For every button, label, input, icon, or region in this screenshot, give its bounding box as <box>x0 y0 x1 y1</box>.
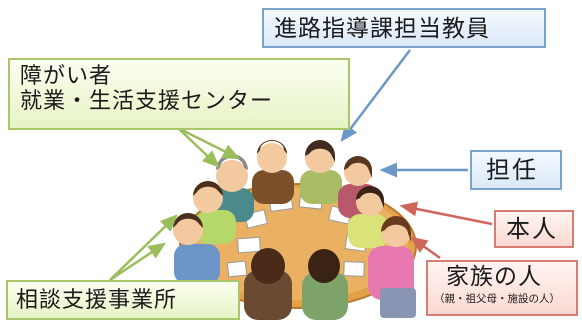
person <box>302 249 348 320</box>
person <box>300 140 342 204</box>
label-self: 本人 <box>494 210 574 248</box>
arrow-self <box>399 201 493 226</box>
label-homeroom-teacher: 担任 <box>470 150 562 190</box>
label-line: 家族の人 <box>446 264 542 290</box>
label-career-guidance-teacher: 進路指導課担当教員 <box>262 8 546 48</box>
person <box>193 181 236 244</box>
label-line: 就業・生活支援センター <box>20 89 274 115</box>
label-family: 家族の人 （親・祖父母・施設の人） <box>426 260 578 316</box>
person <box>252 140 294 204</box>
arrow-center-1 <box>177 126 241 160</box>
label-family-note: （親・祖父母・施設の人） <box>434 293 560 306</box>
label-consultation-office: 相談支援事業所 <box>6 280 240 320</box>
arrow-consult-1 <box>109 214 178 281</box>
label-line: 障がい者 <box>20 64 113 89</box>
participants <box>168 140 416 320</box>
arrow-teacher <box>340 49 411 142</box>
arrow-center-2 <box>177 127 220 168</box>
arrows <box>109 49 493 282</box>
label-employment-support-center: 障がい者 就業・生活支援センター <box>8 58 350 130</box>
person <box>368 216 414 300</box>
person <box>348 186 388 248</box>
arrow-family <box>409 236 441 260</box>
person <box>244 248 292 320</box>
person <box>173 213 220 284</box>
arrow-consult-2 <box>109 242 167 282</box>
